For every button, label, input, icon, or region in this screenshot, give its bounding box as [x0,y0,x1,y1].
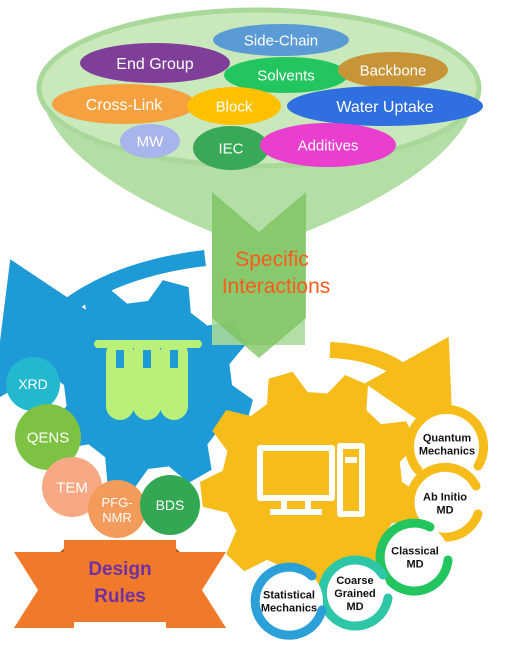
technique-xrd: XRD [6,357,60,411]
oval-solvents: Solvents [224,57,348,93]
banner-line2: Rules [94,586,146,607]
technique-label: BDS [156,497,185,513]
method-label-line1: Coarse [336,575,373,587]
oval-label: Additives [298,137,359,154]
arrow-to-experiment [0,250,206,402]
oval-label: Water Uptake [336,99,433,116]
oval-side-chain: Side-Chain [213,24,349,56]
oval-water-uptake: Water Uptake [287,86,483,126]
technique-tem: TEM [42,457,102,517]
method-label-line1: Classical [391,545,439,557]
technique-label: TEM [56,479,88,496]
center-label-line2: Interactions [222,275,331,298]
method-label-line2: Mechanics [419,445,475,457]
center-label-line1: Specific [235,248,309,271]
technique-bds: BDS [140,475,200,535]
oval-block: Block [187,87,281,125]
oval-mw: MW [120,124,180,158]
oval-backbone: Backbone [338,52,448,88]
method-label-line1: Quantum [423,432,471,444]
design-rules-banner: Design Rules [14,540,226,628]
oval-label: Solvents [257,67,315,84]
method-label-line2: Grained [334,588,376,600]
method-label-line2: Mechanics [261,602,317,614]
technique-label: PFG- [101,495,132,510]
oval-label: Backbone [360,62,427,79]
method-label-line2: MD [406,558,423,570]
method-label-line2: MD [436,504,453,516]
technique-pfgnmr: PFG-NMR [88,480,146,538]
oval-label: Block [216,98,253,115]
arrow-to-computation [329,336,454,444]
desktop-computer-icon [257,443,365,517]
method-label-line3: MD [346,601,363,613]
oval-end-group: End Group [80,43,230,83]
oval-label: End Group [116,56,193,73]
test-tubes-icon [94,340,202,420]
technique-label: QENS [27,429,70,446]
method-label-line1: Statistical [263,589,315,601]
method-label-line1: Ab Initio [423,491,467,503]
chevron-down-icon [212,192,306,358]
oval-cross-link: Cross-Link [52,84,196,124]
technique-label: XRD [18,376,48,392]
oval-additives: Additives [260,123,396,167]
oval-label: Cross-Link [86,97,163,114]
banner-line1: Design [88,559,151,580]
oval-iec: IEC [193,126,269,170]
oval-label: MW [137,133,164,150]
technique-qens: QENS [15,404,81,470]
oval-label: Side-Chain [244,32,318,49]
technique-label-line2: NMR [102,510,132,525]
oval-label: IEC [218,140,243,157]
